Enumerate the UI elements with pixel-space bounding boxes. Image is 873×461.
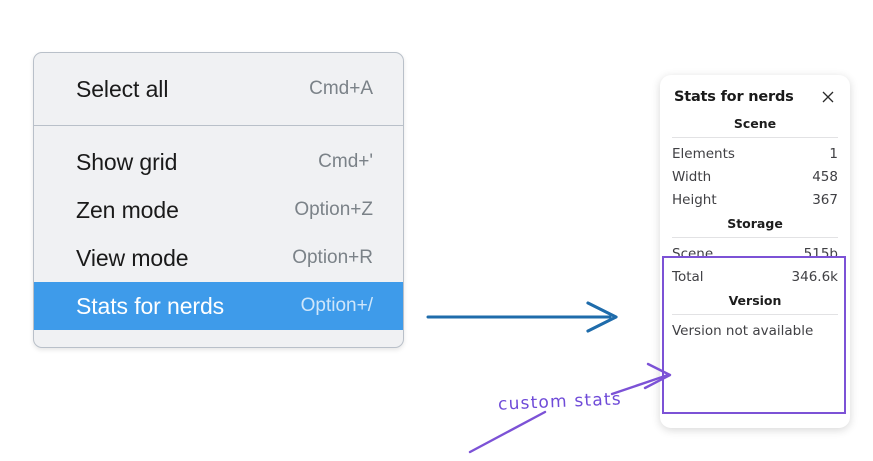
stat-row: Height 367: [672, 188, 838, 211]
panel-body: Scene Elements 1 Width 458 Height 367 St…: [660, 111, 850, 339]
menu-separator: [34, 125, 403, 126]
handwritten-note: custom stats: [497, 389, 623, 415]
stat-key: Width: [672, 168, 712, 185]
blue-arrow: [426, 301, 618, 333]
section-divider: [672, 314, 838, 315]
menu-item-shortcut: Cmd+A: [309, 78, 373, 99]
stat-value: 458: [812, 168, 838, 185]
menu-item-label: Select all: [76, 75, 169, 102]
menu-item-shortcut: Option+Z: [294, 199, 373, 220]
stat-value: 346.6k: [791, 268, 838, 285]
section-heading-storage: Storage: [727, 216, 783, 231]
menu-item-shortcut: Cmd+': [318, 151, 373, 172]
menu-item-shortcut: Option+/: [300, 295, 373, 316]
menu-item-label: View mode: [76, 244, 189, 271]
menu-item-stats-for-nerds[interactable]: Stats for nerds Option+/: [34, 282, 403, 330]
panel-title: Stats for nerds: [674, 89, 794, 105]
menu-item-label: Stats for nerds: [76, 292, 225, 319]
stat-row: Elements 1: [672, 142, 838, 165]
menu-group-2: Show grid Cmd+' Zen mode Option+Z View m…: [34, 126, 403, 347]
stat-value: 1: [829, 145, 838, 162]
section-heading-version: Version: [728, 293, 782, 308]
menu-item-label: Zen mode: [76, 196, 179, 223]
stat-key: Elements: [672, 145, 735, 162]
stat-row: Total 346.6k: [672, 265, 838, 288]
stat-value: 367: [812, 191, 838, 208]
section-heading-scene: Scene: [733, 116, 777, 131]
stat-value: 515b: [803, 245, 838, 262]
stat-key: Total: [672, 268, 704, 285]
stats-for-nerds-panel: Stats for nerds Scene Elements 1 Width 4…: [660, 75, 850, 428]
stat-key: Scene: [672, 245, 714, 262]
stat-row: Scene 515b: [672, 242, 838, 265]
section-divider: [672, 237, 838, 238]
version-value: Version not available: [672, 323, 814, 339]
menu-item-view-mode[interactable]: View mode Option+R: [34, 234, 403, 282]
section-divider: [672, 137, 838, 138]
menu-item-show-grid[interactable]: Show grid Cmd+': [34, 138, 403, 186]
menu-item-shortcut: Option+R: [292, 247, 373, 268]
menu-item-zen-mode[interactable]: Zen mode Option+Z: [34, 186, 403, 234]
menu-item-label: Show grid: [76, 148, 178, 175]
menu-group-1: Select all Cmd+A: [34, 53, 403, 125]
stat-key: Height: [672, 191, 717, 208]
close-icon[interactable]: [820, 89, 836, 105]
panel-header: Stats for nerds: [660, 75, 850, 111]
context-menu[interactable]: Select all Cmd+A Show grid Cmd+' Zen mod…: [33, 52, 404, 348]
stat-row: Width 458: [672, 165, 838, 188]
menu-item-select-all[interactable]: Select all Cmd+A: [34, 65, 403, 113]
menu-footer-spacer: [34, 330, 403, 347]
